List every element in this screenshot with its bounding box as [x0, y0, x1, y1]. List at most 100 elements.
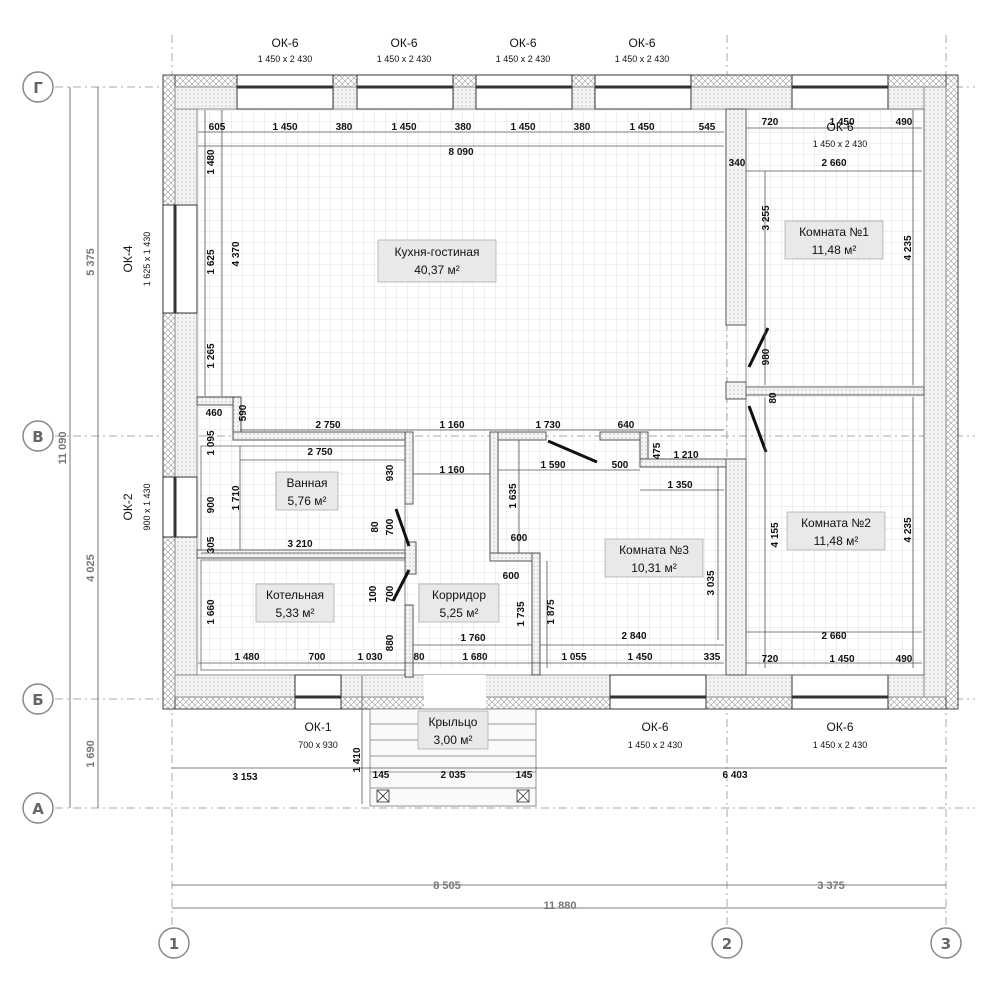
- svg-text:1 875: 1 875: [546, 599, 557, 624]
- svg-text:335: 335: [704, 652, 721, 663]
- svg-text:2 660: 2 660: [821, 158, 846, 169]
- svg-text:4 155: 4 155: [770, 522, 781, 547]
- svg-text:1 095: 1 095: [206, 430, 217, 455]
- axis-label-2: 2: [722, 935, 732, 953]
- axis-label-g: Г: [33, 79, 43, 97]
- svg-text:1 055: 1 055: [561, 652, 586, 663]
- room-name-1: Комната №1: [799, 225, 869, 239]
- svg-text:2 750: 2 750: [315, 420, 340, 431]
- room-outlines: [200, 108, 925, 676]
- room-area-kitchen: 40,37 м²: [414, 263, 460, 277]
- svg-text:100: 100: [368, 585, 379, 602]
- svg-text:490: 490: [896, 117, 913, 128]
- room-name-3: Комната №3: [619, 543, 689, 557]
- svg-text:6 403: 6 403: [722, 770, 747, 781]
- svg-text:1 480: 1 480: [206, 149, 217, 174]
- svg-text:700: 700: [309, 652, 326, 663]
- room-area-bath: 5,76 м²: [288, 494, 327, 508]
- svg-text:1 210: 1 210: [673, 450, 698, 461]
- room-area-2: 11,48 м²: [814, 534, 859, 548]
- svg-text:8 090: 8 090: [448, 147, 473, 158]
- svg-text:545: 545: [699, 122, 716, 133]
- window-label-bot1: ОК-1: [305, 720, 332, 734]
- window-labels: ОК-6 1 450 x 2 430 ОК-6 1 450 x 2 430 ОК…: [121, 36, 867, 750]
- window-label-top1: ОК-6: [272, 36, 299, 50]
- svg-text:1 450: 1 450: [829, 117, 854, 128]
- room-labels: Кухня-гостиная 40,37 м² Комната №1 11,48…: [255, 220, 886, 750]
- dimension-lines: [69, 87, 946, 909]
- svg-text:1 450: 1 450: [627, 652, 652, 663]
- svg-text:1 690: 1 690: [85, 740, 97, 768]
- svg-text:4 235: 4 235: [903, 517, 914, 542]
- svg-text:500: 500: [612, 460, 629, 471]
- svg-text:1 450 x 2 430: 1 450 x 2 430: [628, 740, 683, 750]
- window-label-topr: ОК-6: [827, 120, 854, 134]
- svg-text:490: 490: [896, 654, 913, 665]
- svg-text:3 255: 3 255: [761, 205, 772, 230]
- window-label-top3: ОК-6: [510, 36, 537, 50]
- axis-label-v: В: [32, 428, 43, 446]
- room-area-corridor: 5,25 м²: [440, 606, 479, 620]
- axis-label-b: Б: [32, 691, 43, 709]
- svg-text:4 370: 4 370: [231, 241, 242, 266]
- svg-text:1 410: 1 410: [352, 747, 363, 772]
- svg-text:1 625: 1 625: [206, 249, 217, 274]
- svg-text:720: 720: [762, 117, 779, 128]
- svg-text:2 750: 2 750: [307, 447, 332, 458]
- svg-text:700 x 930: 700 x 930: [298, 740, 338, 750]
- window-openings: [162, 74, 889, 710]
- svg-text:590: 590: [238, 404, 249, 421]
- svg-text:1 450: 1 450: [829, 654, 854, 665]
- svg-text:900: 900: [206, 496, 217, 513]
- room-name-kitchen: Кухня-гостиная: [395, 245, 480, 259]
- svg-text:380: 380: [336, 122, 353, 133]
- svg-text:80: 80: [370, 521, 381, 533]
- svg-text:1 450: 1 450: [629, 122, 654, 133]
- svg-text:1 635: 1 635: [508, 483, 519, 508]
- room-area-3: 10,31 м²: [631, 561, 677, 575]
- svg-text:1 760: 1 760: [460, 633, 485, 644]
- svg-text:8 505: 8 505: [433, 880, 461, 892]
- room-area-1: 11,48 м²: [812, 243, 857, 257]
- svg-text:1 450 x 2 430: 1 450 x 2 430: [377, 54, 432, 64]
- svg-text:1 450 x 2 430: 1 450 x 2 430: [258, 54, 313, 64]
- room-area-porch: 3,00 м²: [434, 733, 473, 747]
- room-name-boiler: Котельная: [266, 588, 324, 602]
- svg-text:4 025: 4 025: [85, 554, 97, 582]
- svg-text:11 880: 11 880: [543, 900, 576, 912]
- room-name-porch: Крыльцо: [429, 715, 478, 729]
- svg-text:1 480: 1 480: [234, 652, 259, 663]
- svg-text:1 450: 1 450: [510, 122, 535, 133]
- svg-text:2 660: 2 660: [821, 631, 846, 642]
- svg-text:1 730: 1 730: [535, 420, 560, 431]
- svg-text:1 160: 1 160: [439, 420, 464, 431]
- room-name-bath: Ванная: [286, 476, 327, 490]
- dimension-texts-vertical: 1 480 1 625 4 370 1 265 3 255 4 235 980 …: [57, 149, 914, 772]
- room-name-corridor: Корридор: [432, 588, 486, 602]
- svg-text:145: 145: [373, 770, 390, 781]
- svg-text:305: 305: [206, 536, 217, 553]
- svg-text:145: 145: [516, 770, 533, 781]
- axis-label-1: 1: [169, 935, 179, 953]
- svg-text:1 450: 1 450: [391, 122, 416, 133]
- svg-text:640: 640: [618, 420, 635, 431]
- svg-text:1 680: 1 680: [462, 652, 487, 663]
- svg-text:930: 930: [385, 464, 396, 481]
- svg-text:380: 380: [574, 122, 591, 133]
- svg-text:3 153: 3 153: [232, 772, 257, 783]
- svg-text:2 035: 2 035: [440, 770, 465, 781]
- svg-text:605: 605: [209, 122, 226, 133]
- svg-text:3 035: 3 035: [706, 570, 717, 595]
- svg-text:460: 460: [206, 408, 223, 419]
- svg-text:1 450 x 2 430: 1 450 x 2 430: [813, 139, 868, 149]
- window-label-bot2: ОК-6: [642, 720, 669, 734]
- svg-text:340: 340: [729, 158, 746, 169]
- svg-text:700: 700: [385, 585, 396, 602]
- svg-text:3 210: 3 210: [287, 539, 312, 550]
- svg-text:880: 880: [385, 634, 396, 651]
- room-area-boiler: 5,33 м²: [276, 606, 315, 620]
- svg-text:700: 700: [385, 518, 396, 535]
- svg-text:1 450 x 2 430: 1 450 x 2 430: [496, 54, 551, 64]
- interior-walls: [196, 108, 925, 678]
